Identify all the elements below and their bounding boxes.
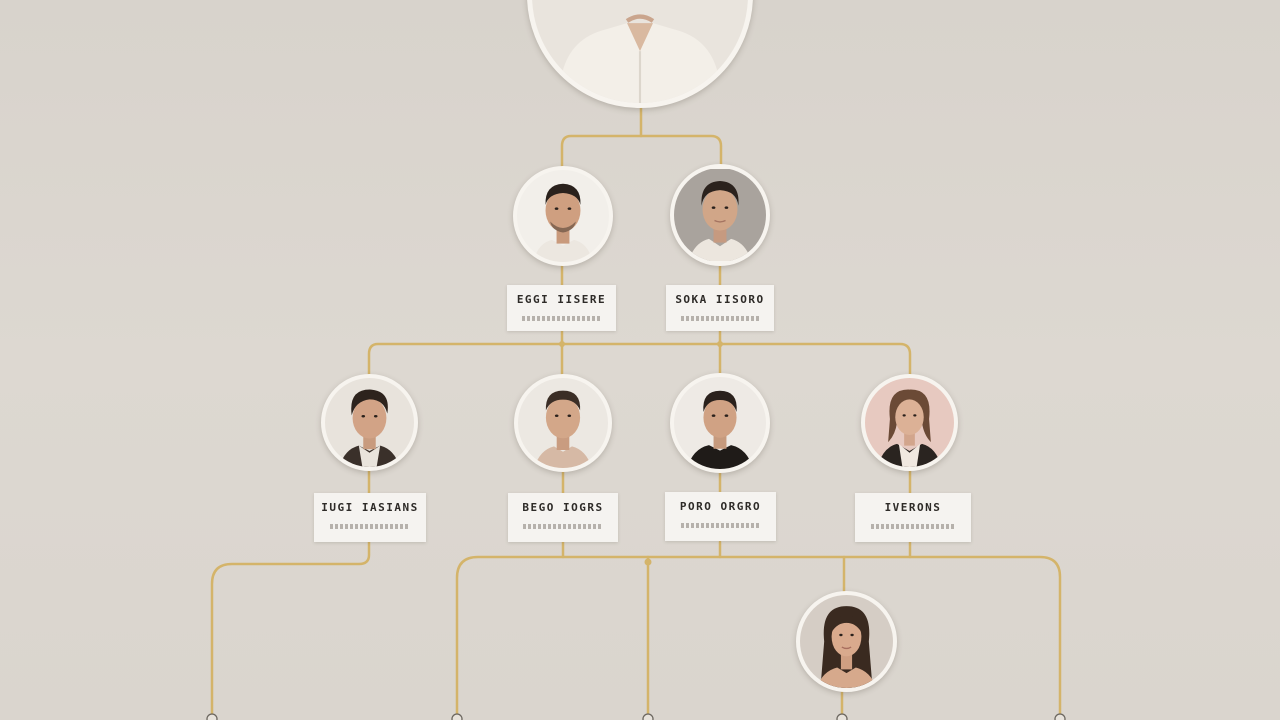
person-portrait-icon [517, 170, 609, 262]
name-card-gen3-3[interactable]: PORO ORGRO [665, 492, 776, 541]
person-name: PORO ORGRO [679, 500, 762, 513]
person-role-placeholder [329, 524, 411, 529]
connector-left-branch [210, 540, 371, 718]
connector-cards-down [561, 540, 912, 559]
person-name: SOKA IISORO [675, 293, 765, 306]
name-card-gen2-left[interactable]: EGGI IISERE [507, 285, 616, 331]
name-card-gen3-4[interactable]: IVERONS [855, 493, 971, 542]
person-name: IUGI IASIANS [321, 501, 419, 514]
avatar-gen3-2[interactable] [514, 374, 612, 472]
avatar-gen3-4[interactable] [861, 374, 958, 471]
avatar-gen2-left[interactable] [513, 166, 613, 266]
person-portrait-icon [865, 378, 954, 467]
person-role-placeholder [522, 316, 601, 321]
endpoint-marker [206, 713, 218, 720]
avatar-gen4[interactable] [796, 591, 897, 692]
connector-gen3-bus [367, 342, 912, 377]
avatar-gen2-right[interactable] [670, 164, 770, 266]
person-name: EGGI IISERE [516, 293, 607, 306]
connector-root-bar [560, 134, 723, 170]
connector-gen4-bus [455, 555, 1062, 718]
person-portrait-icon [674, 377, 766, 469]
person-name: IVERONS [884, 501, 942, 514]
person-portrait-icon [518, 378, 608, 468]
avatar-gen3-3[interactable] [670, 373, 770, 473]
person-portrait-icon [800, 595, 893, 688]
endpoint-marker [836, 713, 848, 720]
name-card-gen3-2[interactable]: BEGO IOGRS [508, 493, 618, 542]
avatar-gen3-1[interactable] [321, 374, 418, 471]
person-portrait-icon [325, 378, 414, 467]
person-role-placeholder [681, 316, 759, 321]
name-card-gen3-1[interactable]: IUGI IASIANS [314, 493, 426, 542]
person-name: BEGO IOGRS [522, 501, 604, 514]
person-role-placeholder [871, 524, 955, 529]
person-portrait-icon [674, 169, 766, 261]
name-card-gen2-right[interactable]: SOKA IISORO [666, 285, 774, 331]
endpoint-marker [642, 713, 654, 720]
person-role-placeholder [523, 524, 603, 529]
endpoint-marker [451, 713, 463, 720]
person-role-placeholder [680, 523, 761, 528]
endpoint-marker [1054, 713, 1066, 720]
